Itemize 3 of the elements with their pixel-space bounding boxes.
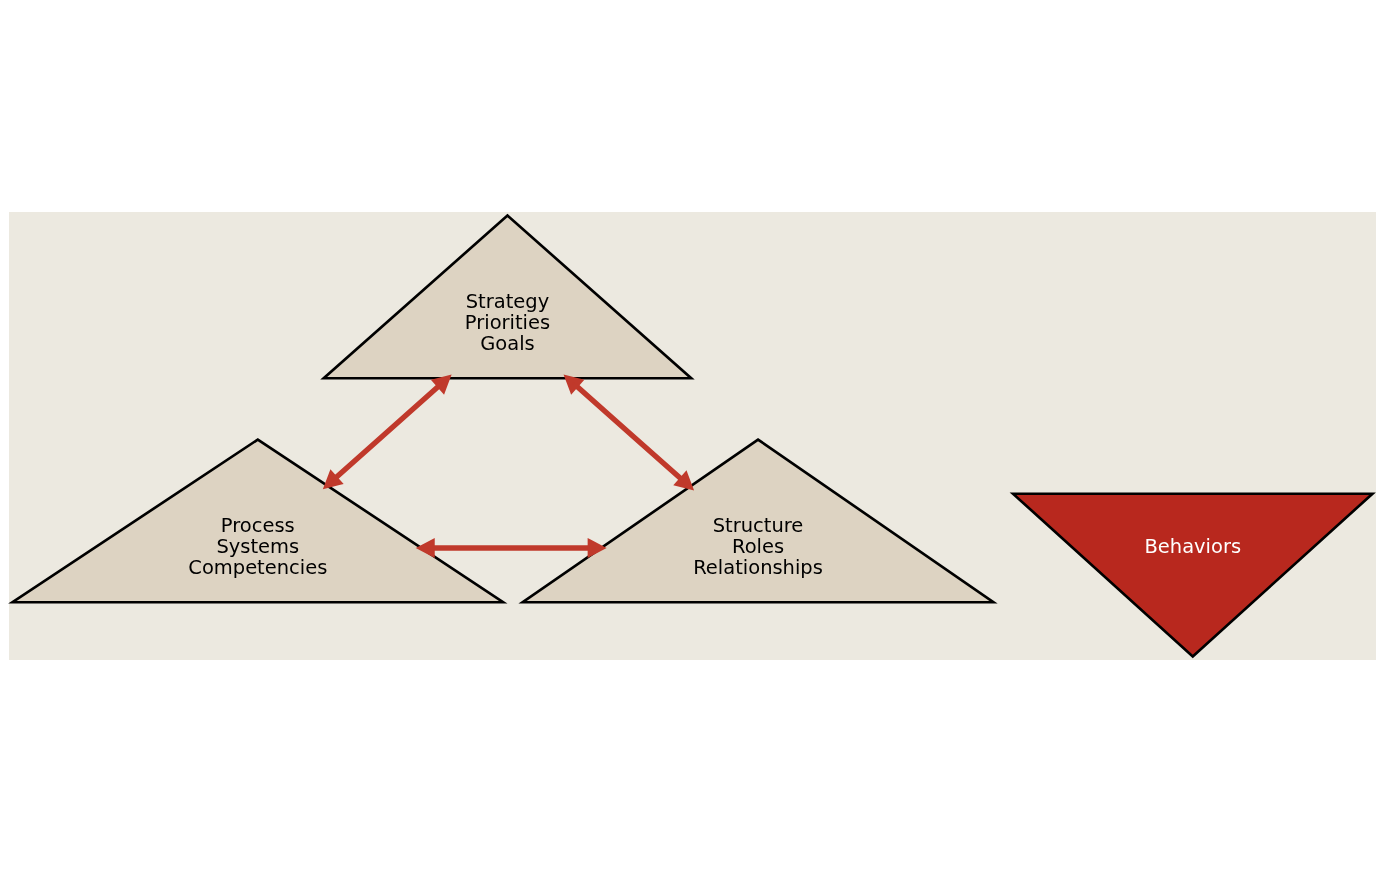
- arrow: [563, 374, 695, 490]
- arrow: [322, 374, 452, 489]
- arrow: [415, 537, 607, 558]
